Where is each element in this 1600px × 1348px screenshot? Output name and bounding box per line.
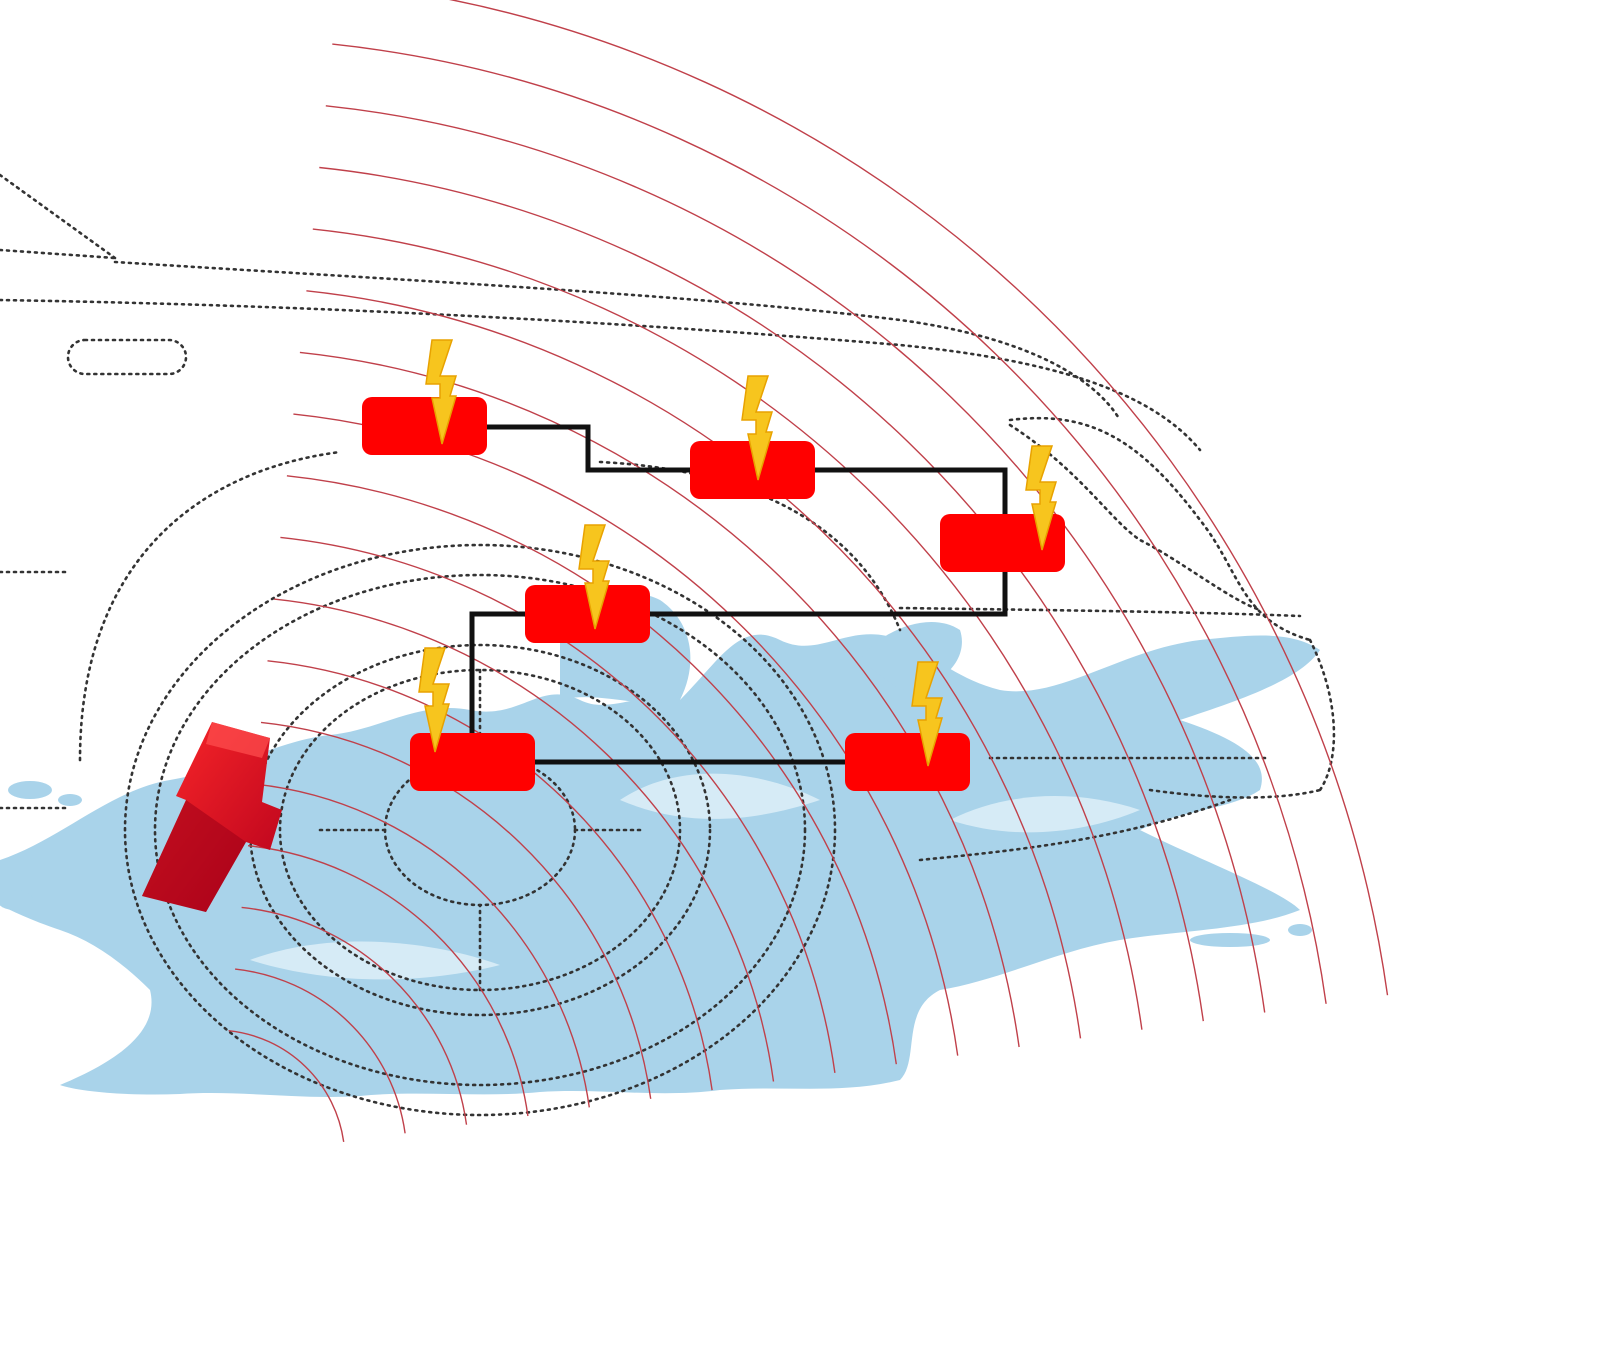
wire-m1-m2 bbox=[485, 424, 690, 473]
wave-arc bbox=[247, 845, 529, 1117]
water-splash bbox=[0, 594, 1320, 1097]
module-m1 bbox=[362, 339, 487, 455]
wave-arc bbox=[235, 968, 406, 1134]
car-outline bbox=[0, 173, 1336, 1117]
wave-arc bbox=[260, 721, 652, 1099]
wave-arc bbox=[448, 0, 1389, 996]
wire-m4-m5 bbox=[469, 611, 525, 734]
module-m5 bbox=[410, 647, 535, 791]
lightning-bolt-icon bbox=[578, 524, 611, 630]
wave-arc bbox=[273, 598, 775, 1082]
wave-arc bbox=[241, 906, 468, 1125]
lightning-bolt-icon bbox=[1025, 445, 1058, 551]
module-m6 bbox=[845, 661, 970, 791]
lightning-bolt-icon bbox=[741, 375, 774, 481]
lightning-bolt-icon bbox=[418, 647, 451, 753]
electronic-modules bbox=[362, 339, 1065, 791]
wire-m3-m4 bbox=[648, 568, 1008, 617]
wave-arc bbox=[280, 536, 836, 1073]
wave-arc bbox=[325, 105, 1266, 1013]
wave-arc bbox=[228, 1030, 345, 1142]
water-highlight bbox=[250, 773, 1140, 980]
module-m3 bbox=[940, 445, 1065, 572]
wave-arc bbox=[254, 783, 590, 1108]
wave-arc bbox=[306, 290, 1082, 1039]
wave-arc bbox=[312, 228, 1143, 1030]
lightning-bolt-icon bbox=[911, 661, 944, 767]
interference-waves bbox=[228, 0, 1389, 1142]
module-m2 bbox=[690, 375, 815, 499]
module-m4 bbox=[525, 524, 650, 643]
wave-arc bbox=[299, 351, 1020, 1048]
wave-arc bbox=[267, 660, 713, 1091]
wave-arc bbox=[332, 43, 1327, 1004]
wave-arc bbox=[286, 475, 897, 1065]
wave-arc bbox=[319, 166, 1204, 1022]
lightning-bolt-icon bbox=[425, 339, 458, 445]
signal-emitter-icon bbox=[142, 722, 282, 912]
